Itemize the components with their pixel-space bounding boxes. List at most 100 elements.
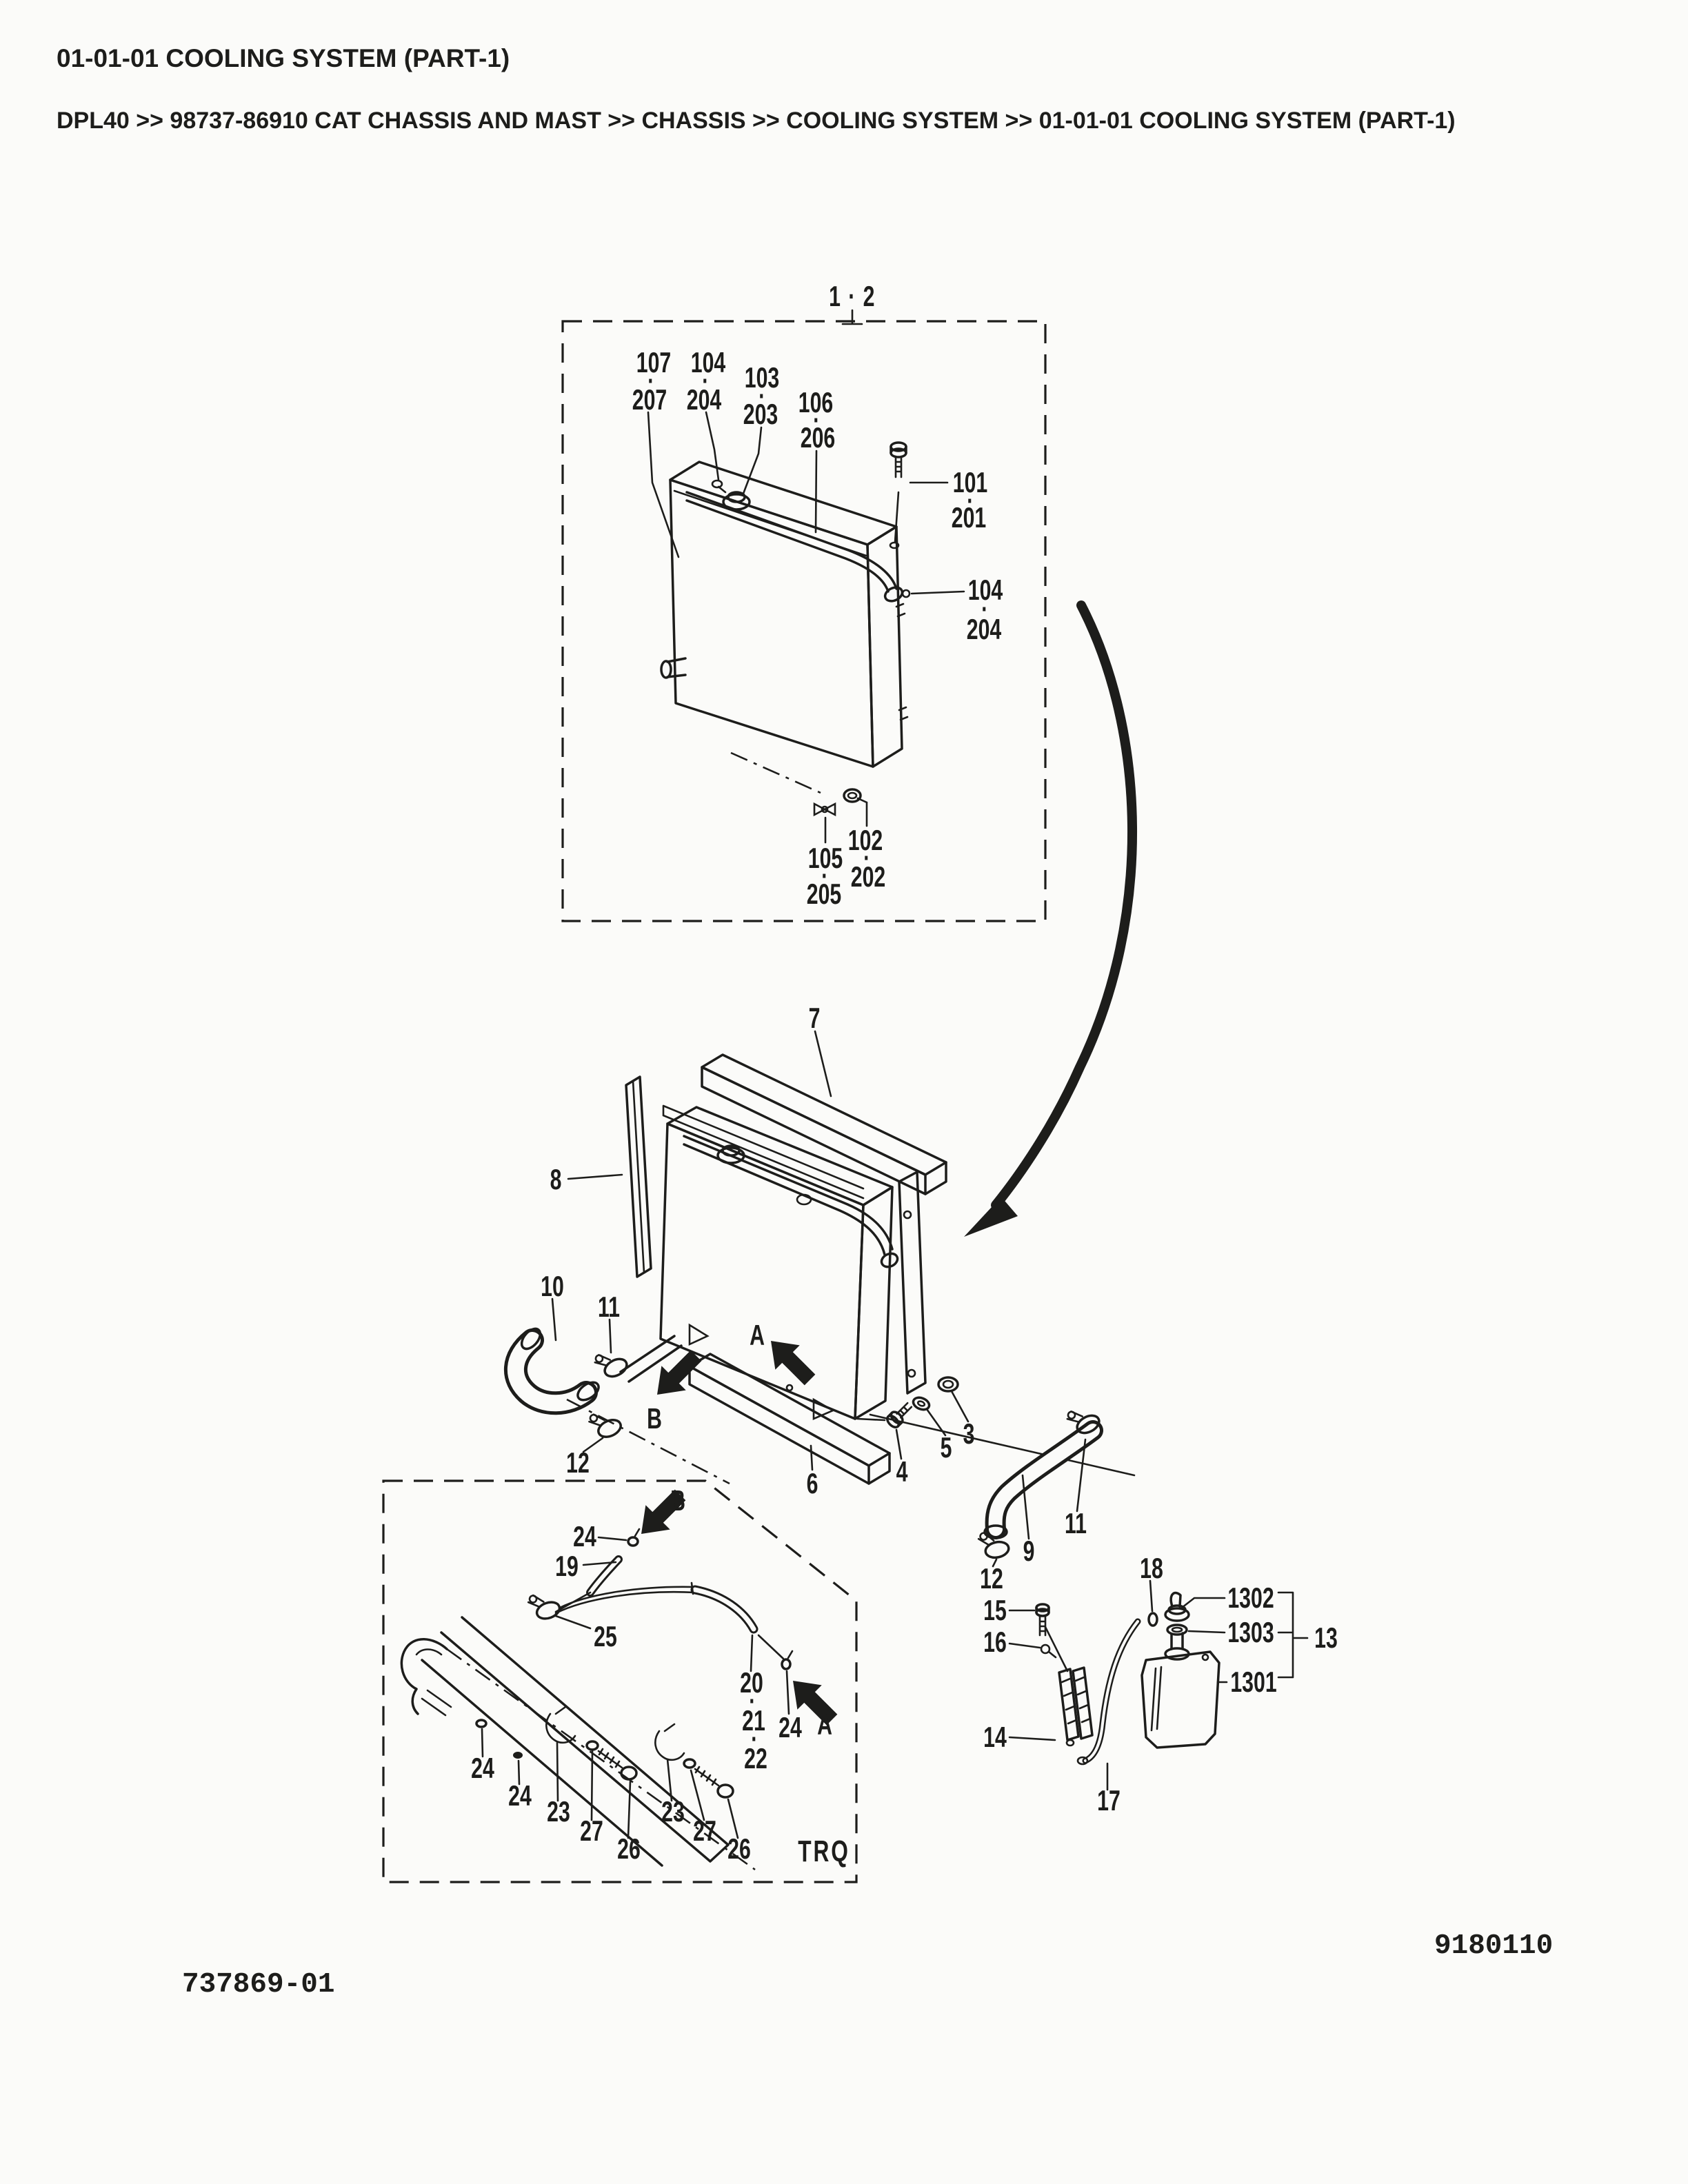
callout-105: 105 <box>807 842 843 874</box>
callout-17: 17 <box>1097 1784 1121 1817</box>
callout--: · <box>758 381 765 412</box>
lower-support-bar-6 <box>688 1353 891 1485</box>
leader-lines-lower <box>481 1536 790 1839</box>
callout-201: 201 <box>951 501 987 534</box>
callout-24: 24 <box>573 1520 596 1553</box>
callout-15: 15 <box>983 1594 1007 1626</box>
callout-1-2: 1 · 2 <box>829 280 876 312</box>
callout-1302: 1302 <box>1227 1581 1274 1614</box>
fasteners-3-4-5 <box>886 1376 959 1428</box>
callout-12: 12 <box>980 1562 1003 1595</box>
grommet-18 <box>1147 1612 1158 1627</box>
callout-24: 24 <box>508 1779 532 1812</box>
radiator-hose-9 <box>976 1400 1103 1568</box>
callout-24: 24 <box>778 1711 802 1743</box>
callout-3: 3 <box>963 1417 975 1450</box>
callout-27: 27 <box>580 1814 603 1847</box>
callout--: · <box>751 1724 758 1755</box>
callout-27: 27 <box>693 1814 716 1847</box>
reservoir-assembly <box>1008 1579 1309 1791</box>
callout-11: 11 <box>1065 1507 1087 1539</box>
callout-204: 204 <box>686 383 722 416</box>
leader-lines-upper <box>647 411 965 844</box>
callout--: · <box>863 843 870 873</box>
callout--: · <box>967 486 974 516</box>
callout-207: 207 <box>632 383 667 416</box>
radiator-assembly <box>503 1053 1136 1485</box>
callout-12: 12 <box>566 1446 590 1479</box>
fastener-row <box>475 1706 734 1799</box>
callout-25: 25 <box>594 1620 617 1652</box>
callout-a: A <box>750 1319 765 1351</box>
zoom-arrow <box>964 600 1138 1237</box>
callout-102: 102 <box>847 824 883 856</box>
callout-11: 11 <box>598 1291 620 1323</box>
shroud-duct <box>400 1616 756 1871</box>
callout-8: 8 <box>550 1163 562 1195</box>
radiator-upper <box>660 441 909 817</box>
callout-1303: 1303 <box>1227 1616 1274 1648</box>
callout-23: 23 <box>547 1795 570 1828</box>
callout-1301: 1301 <box>1230 1666 1277 1698</box>
callout-26: 26 <box>617 1832 641 1865</box>
callout--: · <box>702 366 709 396</box>
callout-18: 18 <box>1140 1552 1163 1584</box>
callout-205: 205 <box>806 878 842 910</box>
upper-support-bar-7 <box>662 1053 947 1200</box>
callout-7: 7 <box>808 1002 821 1034</box>
callout-106: 106 <box>798 386 834 418</box>
callout-21: 21 <box>742 1704 765 1737</box>
callout--: · <box>813 405 820 436</box>
document-number: 737869-01 <box>182 1969 335 2001</box>
side-seal-strip-8 <box>625 1075 652 1278</box>
callout-206: 206 <box>800 421 836 454</box>
callout-107: 107 <box>636 346 672 378</box>
water-hose-20-21-22 <box>554 1581 758 1634</box>
callout-202: 202 <box>850 860 886 893</box>
callout-a: A <box>817 1708 832 1741</box>
callout-204: 204 <box>966 613 1002 645</box>
page-title: 01-01-01 COOLING SYSTEM (PART-1) <box>57 44 510 72</box>
breadcrumb: DPL40 >> 98737-86910 CAT CHASSIS AND MAS… <box>57 108 1456 134</box>
reservoir-tank-1301 <box>1141 1632 1220 1749</box>
shroud-and-hoses <box>400 1482 845 1871</box>
callout-104: 104 <box>690 346 726 378</box>
elbow-hose-10 <box>503 1327 683 1415</box>
cap-gasket-1303 <box>1166 1624 1188 1636</box>
callout--: · <box>647 366 654 396</box>
callout--: · <box>821 861 828 891</box>
callout--: · <box>981 594 988 625</box>
mount-plate-14 <box>1058 1666 1094 1747</box>
radiator-lower <box>659 1106 1136 1477</box>
callout-22: 22 <box>744 1742 767 1775</box>
callout-20: 20 <box>740 1666 763 1699</box>
callout-b: B <box>647 1402 662 1435</box>
callout-203: 203 <box>743 398 778 430</box>
upper-detail-box <box>561 309 1047 922</box>
callout-trq: TRQ <box>798 1834 850 1868</box>
leader-lines-middle <box>551 1030 969 1471</box>
bracket-13-lines <box>1277 1591 1309 1679</box>
callout-14: 14 <box>983 1721 1007 1753</box>
callout-24: 24 <box>471 1752 494 1784</box>
callout-104: 104 <box>967 574 1003 606</box>
reservoir-cap-1302 <box>1164 1591 1190 1622</box>
callout-9: 9 <box>1023 1535 1035 1567</box>
figure-number: 9180110 <box>1434 1930 1554 1962</box>
callout--: · <box>749 1686 756 1717</box>
lower-detail-box <box>382 1479 858 1883</box>
callout-23: 23 <box>661 1795 685 1828</box>
grommet-24-right <box>781 1658 792 1670</box>
callout-10: 10 <box>541 1270 564 1302</box>
callout-b: B <box>670 1484 685 1517</box>
clip-16 <box>1040 1644 1057 1659</box>
callout-103: 103 <box>744 361 780 394</box>
bolt-15 <box>1035 1603 1050 1637</box>
callout-13: 13 <box>1314 1621 1338 1654</box>
callout-6: 6 <box>806 1467 818 1499</box>
callout-16: 16 <box>983 1626 1007 1658</box>
